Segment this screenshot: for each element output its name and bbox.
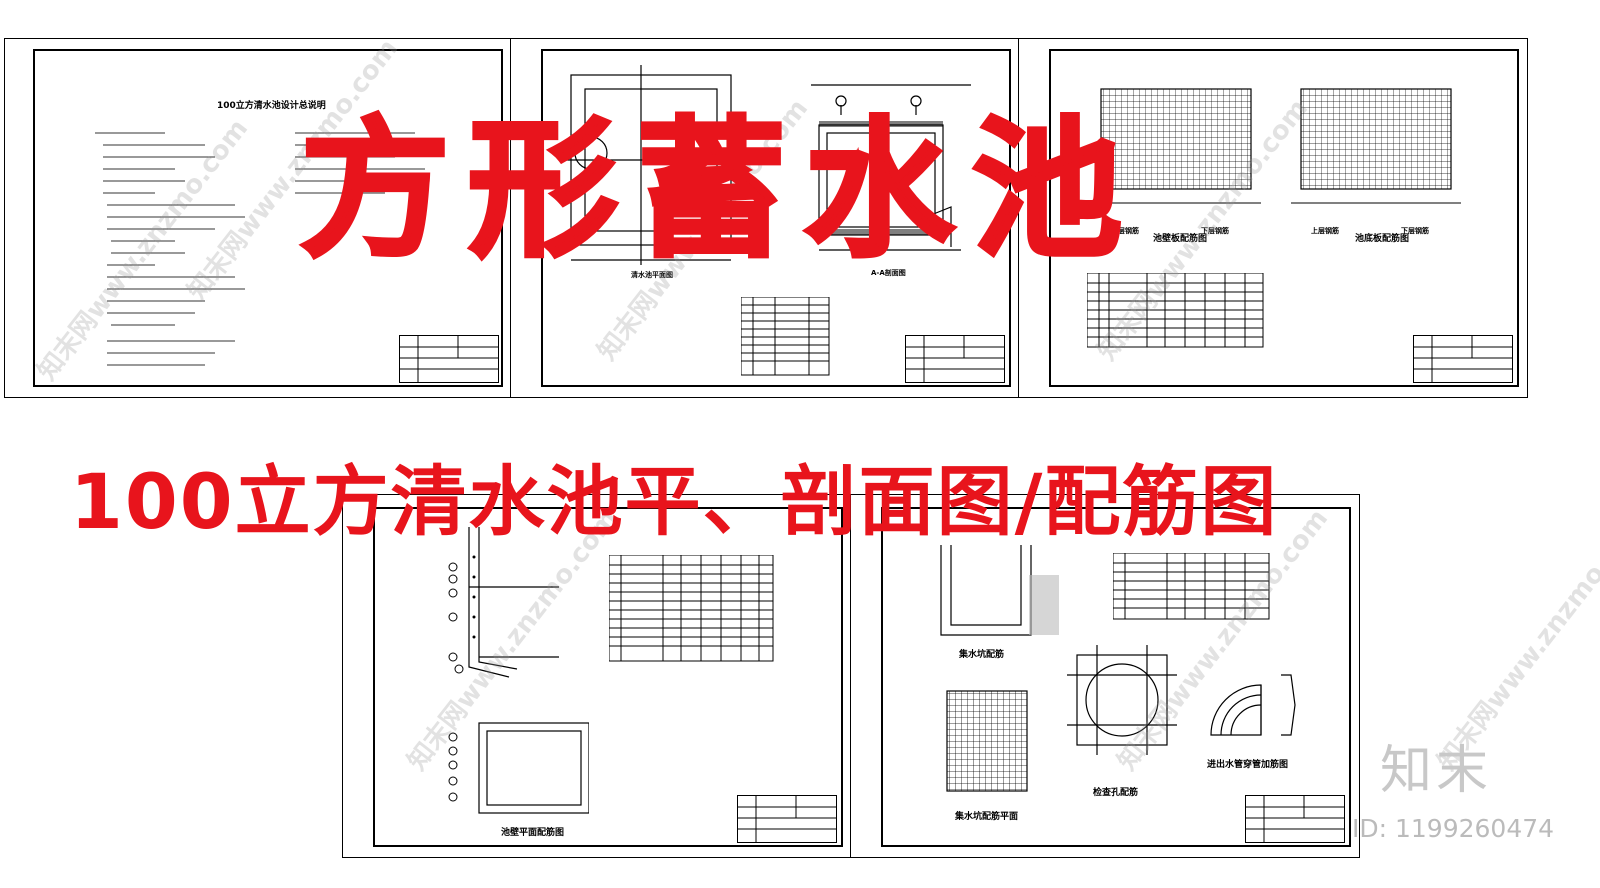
floor-rebar-title: 池壁板配筋图	[1153, 234, 1208, 244]
sump-drawing	[940, 545, 1059, 636]
section-label: A-A剖面图	[871, 268, 906, 277]
rebar-label-bottom-right: 下层钢筋	[1401, 226, 1429, 235]
sheet-frame	[881, 507, 1351, 847]
title-block	[737, 795, 837, 843]
sheet-frame	[33, 49, 503, 387]
title-block	[399, 335, 499, 383]
notes-sheet-title: 100立方清水池设计总说明	[217, 101, 326, 111]
wall-rebar-drawing	[448, 527, 589, 814]
rebar-grid-left: 上层钢筋 下层钢筋	[1091, 88, 1261, 235]
drawing-sheet-notes: 100立方清水池设计总说明	[4, 38, 512, 398]
image-id-label: ID: 1199260474	[1352, 814, 1555, 843]
sheet-frame	[373, 507, 843, 847]
rebar-label-bottom-left: 下层钢筋	[1201, 226, 1229, 235]
pipe-drawing	[1210, 674, 1296, 736]
sheet-frame	[1049, 49, 1519, 387]
subheadline: 100立方清水池平、剖面图/配筋图	[70, 457, 1279, 546]
manhole-drawing	[1067, 645, 1177, 755]
detail-schedule	[1113, 553, 1270, 620]
drawing-sheet-rebar: 上层钢筋 下层钢筋 上层钢筋 下层钢筋 池壁板配筋图 池底板配筋图	[1018, 38, 1528, 398]
title-block	[1413, 335, 1513, 383]
sheet-frame	[541, 49, 1011, 387]
title-block	[905, 335, 1005, 383]
rebar-label-top-right: 上层钢筋	[1311, 226, 1339, 235]
pipe-title: 进出水管穿管加筋图	[1207, 760, 1289, 770]
drawing-sheet-details: 集水坑配筋 集水坑配筋平面 检查孔配筋 进出水管穿管加筋图	[850, 494, 1360, 858]
sump-title: 集水坑配筋	[959, 650, 1005, 660]
wall-rebar-title: 池壁平面配筋图	[501, 828, 565, 838]
manhole-title: 检查孔配筋	[1093, 788, 1139, 798]
pit-plan-drawing	[946, 690, 1028, 792]
wall-rebar-schedule	[609, 555, 774, 662]
section-drawing: A-A剖面图	[811, 84, 971, 277]
drawing-sheet-wall-rebar: 池壁平面配筋图	[342, 494, 852, 858]
pit-plan-title: 集水坑配筋平面	[955, 812, 1019, 822]
materials-table	[741, 297, 830, 376]
title-block	[1245, 795, 1345, 843]
brand-logo: 知末	[1380, 741, 1493, 801]
rebar-grid-right: 上层钢筋 下层钢筋	[1291, 88, 1461, 235]
headline: 方形蓄水池	[298, 100, 1141, 280]
roof-rebar-title: 池底板配筋图	[1355, 234, 1410, 244]
rebar-schedule-table	[1087, 273, 1264, 348]
plan-label: 清水池平面图	[631, 270, 673, 279]
rebar-label-top-left: 上层钢筋	[1111, 226, 1139, 235]
plan-drawing: 清水池平面图	[561, 65, 751, 279]
notes-text-block	[95, 132, 425, 366]
